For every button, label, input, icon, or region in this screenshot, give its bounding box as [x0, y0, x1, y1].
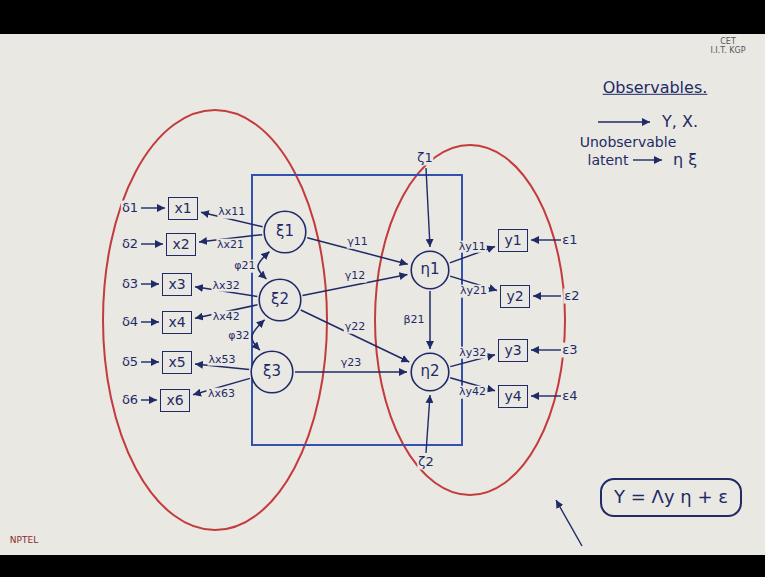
note-text: Unobservable: [579, 134, 678, 150]
node-label: η2: [420, 363, 439, 380]
error-arrow: [531, 395, 561, 396]
indicator-box: x3: [162, 273, 192, 296]
path-coefficient: λx63: [207, 387, 236, 400]
watermark: I.I.T. KGP: [709, 46, 746, 55]
path-coefficient: γ22: [344, 321, 367, 334]
path-coefficient: γ11: [346, 236, 369, 249]
indicator-box: y2: [500, 285, 530, 308]
node-label: y1: [504, 232, 521, 248]
error-term: ε1: [561, 233, 578, 248]
node-label: y3: [504, 342, 521, 358]
circle-outline: [411, 353, 449, 391]
note-arrow: [633, 159, 662, 160]
exogenous-ellipse: [103, 110, 327, 530]
error-term: δ2: [121, 237, 139, 252]
error-term: δ4: [121, 315, 139, 330]
error-arrow: [141, 361, 159, 362]
indicator-box: x5: [162, 351, 192, 374]
covariance-arc: [252, 320, 265, 350]
disturbance-arrow: [426, 168, 430, 247]
node-label: x6: [166, 392, 183, 408]
latent-circle: η1: [410, 250, 450, 290]
path-coefficient: λy21: [459, 285, 488, 298]
latent-circle: ξ2: [258, 278, 302, 322]
covariance-arc: [258, 252, 269, 279]
path-coefficient: λx21: [216, 239, 245, 252]
error-arrow: [141, 321, 159, 322]
node-label: y2: [506, 288, 523, 304]
circle-outline: [251, 351, 293, 393]
path-arrow: [429, 291, 431, 349]
error-term: ε4: [561, 389, 578, 404]
path-coefficient: λx11: [217, 206, 246, 219]
path-arrow: [301, 310, 410, 362]
error-term: δ3: [121, 277, 139, 292]
node-label: y4: [504, 388, 521, 404]
node-label: ξ3: [263, 363, 281, 380]
structural-frame: [252, 175, 462, 445]
error-arrow: [141, 207, 165, 208]
node-label: x5: [168, 354, 185, 370]
indicator-box: y1: [498, 229, 528, 252]
path-coefficient: λx32: [212, 279, 241, 292]
pointer-arrow: [556, 500, 582, 546]
indicator-box: x1: [168, 197, 198, 220]
logo-text: NPTEL: [9, 535, 39, 545]
indicator-box: x4: [162, 311, 192, 334]
latent-circle: η2: [410, 352, 450, 392]
error-term: δ1: [121, 201, 139, 216]
node-label: x2: [172, 236, 189, 252]
path-coefficient: λy42: [458, 386, 487, 399]
error-term: δ6: [121, 393, 139, 408]
circle-outline: [259, 279, 301, 321]
node-label: ξ1: [276, 223, 294, 240]
node-label: η1: [420, 261, 439, 278]
node-label: x1: [174, 200, 191, 216]
note-text: η ξ: [672, 151, 698, 169]
error-arrow: [141, 243, 163, 244]
top-bar: [0, 0, 765, 34]
error-arrow: [141, 399, 157, 400]
error-arrow: [531, 349, 561, 350]
note-text: Observables.: [602, 79, 709, 97]
node-label: ξ2: [271, 291, 289, 308]
path-arrow: [295, 371, 407, 373]
error-term: ε3: [561, 343, 578, 358]
path-coefficient: λy32: [458, 346, 487, 359]
disturbance-term: ζ1: [416, 151, 433, 166]
node-label: Y = Λy η + ε: [614, 487, 728, 508]
error-term: ε2: [563, 289, 580, 304]
error-arrow: [533, 295, 561, 296]
indicator-box: x2: [166, 233, 196, 256]
bottom-bar: [0, 555, 765, 577]
error-arrow: [141, 283, 159, 284]
path-coefficient: λx53: [208, 353, 237, 366]
indicator-box: x6: [160, 389, 190, 412]
error-term: δ5: [121, 355, 139, 370]
path-coefficient: γ12: [344, 270, 367, 283]
indicator-box: y3: [498, 339, 528, 362]
note-text: Y, X.: [661, 113, 699, 131]
path-coefficient: φ32: [227, 330, 250, 343]
circle-outline: [264, 211, 306, 253]
path-coefficient: λx42: [212, 311, 241, 324]
latent-circle: ξ1: [263, 210, 307, 254]
latent-circle: ξ3: [250, 350, 294, 394]
path-coefficient: γ23: [340, 357, 363, 370]
disturbance-arrow: [426, 395, 430, 453]
path-coefficient: λy11: [458, 240, 487, 253]
error-arrow: [531, 239, 561, 240]
disturbance-term: ζ2: [417, 455, 434, 470]
circle-outline: [411, 251, 449, 289]
equation-box: Y = Λy η + ε: [600, 478, 742, 517]
endogenous-ellipse: [375, 145, 565, 495]
watermark: CET: [719, 37, 737, 46]
node-label: x3: [168, 276, 185, 292]
note-text: latent: [587, 152, 630, 168]
path-coefficient: φ21: [233, 260, 256, 273]
node-label: x4: [168, 314, 185, 330]
path-coefficient: β21: [402, 314, 425, 327]
indicator-box: y4: [498, 385, 528, 408]
note-arrow: [598, 121, 650, 122]
